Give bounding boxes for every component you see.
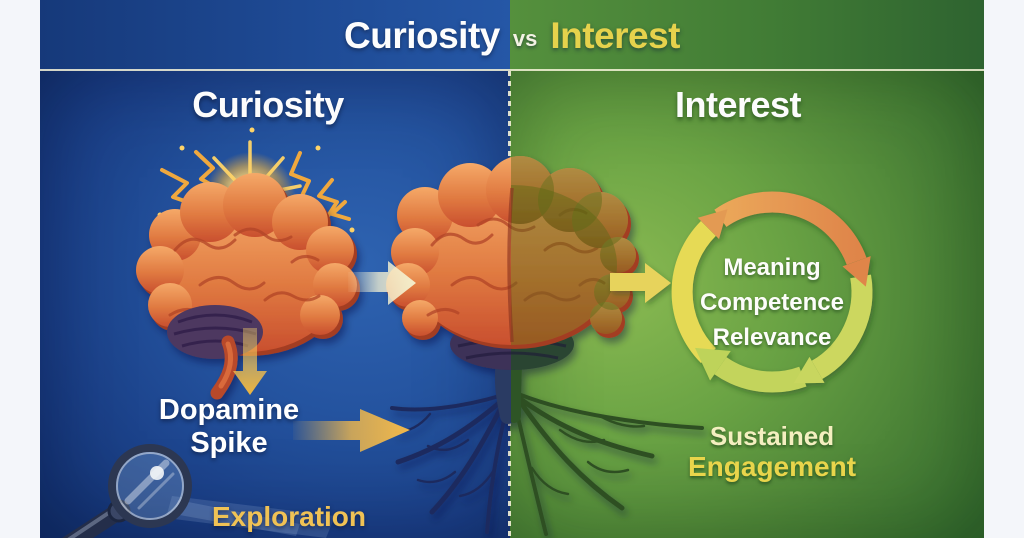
- main-title: Curiosity vs Interest: [40, 12, 984, 60]
- main-title-vs: vs: [512, 26, 538, 51]
- dopamine-label-line1: Dopamine: [158, 394, 300, 426]
- horizontal-divider: [40, 69, 984, 71]
- left-panel-heading: Curiosity: [192, 84, 344, 125]
- title-band: [40, 0, 984, 70]
- dopamine-label-line2: Spike: [190, 427, 268, 459]
- curiosity-panel-background: [40, 70, 510, 538]
- vertical-dashed-divider: [508, 71, 511, 538]
- cycle-label-competence: Competence: [699, 289, 845, 316]
- title-band-blue-half: [40, 0, 510, 70]
- cycle-label-meaning: Meaning: [723, 254, 821, 281]
- right-panel-heading: Interest: [674, 84, 802, 125]
- main-title-interest: Interest: [550, 15, 680, 56]
- exploration-label: Exploration: [211, 501, 366, 532]
- cycle-labels: Meaning Competence Relevance: [670, 250, 874, 355]
- cycle-label-relevance: Relevance: [712, 324, 832, 351]
- title-band-green-half: [510, 0, 984, 70]
- dopamine-spike-label: Dopamine Spike: [126, 394, 332, 460]
- engagement-label: Engagement: [687, 451, 857, 482]
- main-title-curiosity: Curiosity: [344, 15, 500, 56]
- sustained-label: Sustained: [709, 421, 835, 451]
